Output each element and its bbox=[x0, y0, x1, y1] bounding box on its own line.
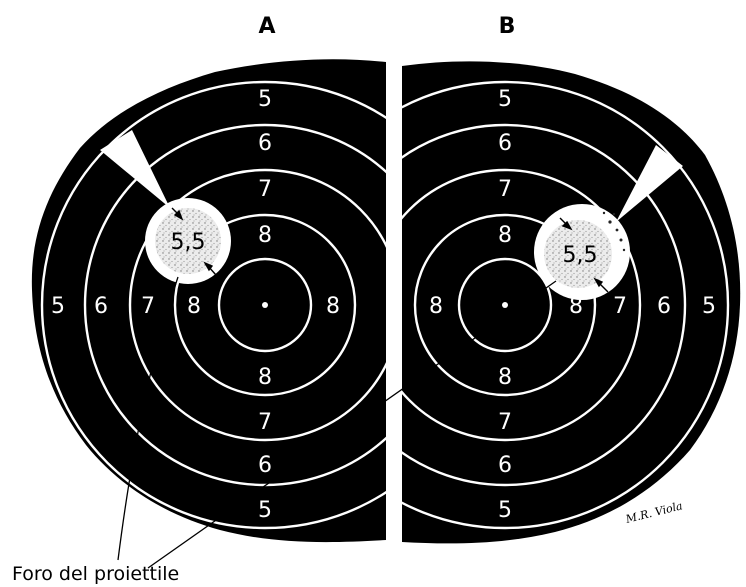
ring-label: 6 bbox=[258, 453, 272, 478]
artist-signature: M.R. Viola bbox=[623, 499, 683, 526]
ring-label: 8 bbox=[498, 223, 512, 248]
ring-label: 6 bbox=[657, 294, 671, 319]
ring-label: 6 bbox=[498, 453, 512, 478]
hole-value-b: 5,5 bbox=[563, 243, 598, 268]
ring-label: 8 bbox=[258, 365, 272, 390]
ring-label: 8 bbox=[187, 294, 201, 319]
ring-label: 5 bbox=[498, 498, 512, 523]
ring-label: 8 bbox=[498, 365, 512, 390]
ring-label: 7 bbox=[258, 177, 272, 202]
ring-label: 8 bbox=[258, 223, 272, 248]
ring-label: 7 bbox=[258, 410, 272, 435]
ring-label: 5 bbox=[702, 294, 716, 319]
ring-label: 8 bbox=[429, 294, 443, 319]
ring-label: 6 bbox=[258, 131, 272, 156]
ring-label: 7 bbox=[498, 410, 512, 435]
ring-label: 5 bbox=[498, 87, 512, 112]
caption-foro: Foro del proiettile bbox=[12, 563, 179, 585]
ring-label: 6 bbox=[498, 131, 512, 156]
center-dot-a bbox=[262, 302, 268, 308]
ring-label: 7 bbox=[613, 294, 627, 319]
ring-label: 5 bbox=[258, 498, 272, 523]
ring-label: 7 bbox=[498, 177, 512, 202]
ring-label: 5 bbox=[51, 294, 65, 319]
ring-label: 8 bbox=[326, 294, 340, 319]
panel-label-a: A bbox=[258, 14, 275, 39]
ring-label: 5 bbox=[258, 87, 272, 112]
ring-label: 6 bbox=[94, 294, 108, 319]
ring-label: 7 bbox=[141, 294, 155, 319]
center-dot-b bbox=[502, 302, 508, 308]
hole-value-a: 5,5 bbox=[171, 230, 206, 255]
panel-label-b: B bbox=[499, 14, 516, 39]
